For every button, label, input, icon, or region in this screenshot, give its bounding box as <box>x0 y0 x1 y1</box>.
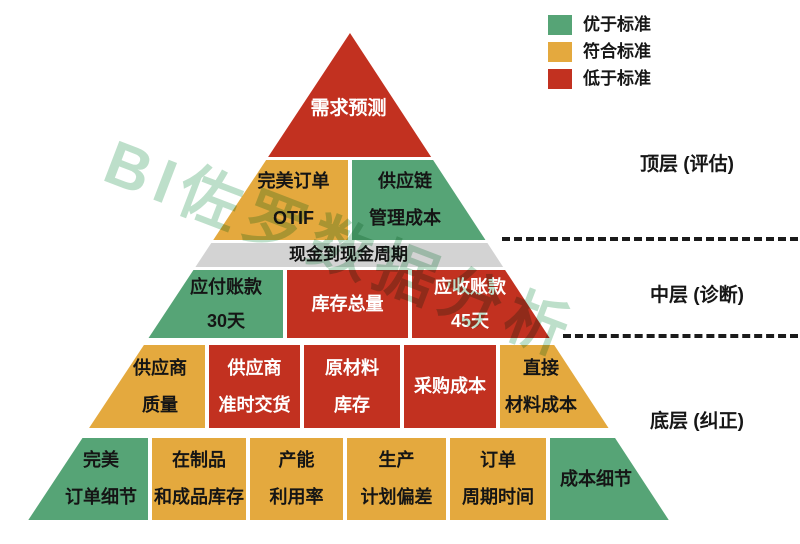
block-label: 利用率 <box>269 487 324 507</box>
block-label: 45天 <box>450 311 490 331</box>
legend-swatch-yellow <box>548 42 572 62</box>
block-label: 现金到现金周期 <box>289 245 408 264</box>
tier-divider-line-2 <box>563 334 798 338</box>
block-label: 订单 <box>480 450 516 470</box>
pyramid-block-cash-to-cash-cycle: 现金到现金周期 <box>25 243 672 267</box>
block-label: 质量 <box>142 394 178 415</box>
block-label: 供应商 <box>133 357 187 378</box>
pyramid-block-wip-finished-goods-inventory: 在制品 和成品库存 <box>152 438 246 520</box>
pyramid-block-procurement-cost: 采购成本 <box>404 345 496 428</box>
pyramid-block-order-cycle-time: 订单 周期时间 <box>450 438 546 520</box>
pyramid-block-capacity-utilization: 产能 利用率 <box>250 438 343 520</box>
block-label: 计划偏差 <box>360 487 433 507</box>
block-label: OTIF <box>273 208 314 228</box>
legend-swatch-green <box>548 15 572 35</box>
block-label: 完美 <box>83 450 119 470</box>
block-label: 成本细节 <box>560 468 632 489</box>
block-label: 30天 <box>206 311 246 331</box>
block-label: 供应链 <box>378 171 432 191</box>
block-label: 供应商 <box>227 357 282 378</box>
tier-label-top-evaluation: 顶层 (评估) <box>640 154 734 175</box>
pyramid-block-accounts-payable-days: 应付账款 30天 <box>25 270 283 338</box>
block-label: 库存总量 <box>311 294 384 314</box>
block-label: 需求预测 <box>310 98 387 119</box>
block-label: 生产 <box>378 450 415 470</box>
pyramid-block-supplier-on-time-delivery: 供应商 准时交货 <box>209 345 300 428</box>
block-label: 应收账款 <box>434 277 506 297</box>
pyramid-block-total-inventory: 库存总量 <box>287 270 408 338</box>
legend-label: 低于标准 <box>583 69 651 88</box>
block-label: 管理成本 <box>369 208 441 228</box>
block-label: 周期时间 <box>462 487 534 507</box>
legend-swatch-red <box>548 69 572 89</box>
pyramid-block-production-plan-deviation: 生产 计划偏差 <box>347 438 446 520</box>
block-label: 准时交货 <box>218 394 291 415</box>
pyramid-block-perfect-order-detail: 完美 订单细节 <box>25 438 148 520</box>
block-label: 库存 <box>334 394 370 415</box>
pyramid: 需求预测 完美订单 OTIF 供应链 管理成本 现金到现金周期 应付账款 30天… <box>25 33 672 525</box>
block-label: 应付账款 <box>190 277 262 297</box>
legend: 优于标准 符合标准 低于标准 <box>548 15 651 89</box>
block-label: 直接 <box>523 357 559 378</box>
legend-label: 符合标准 <box>583 42 651 61</box>
block-label: 材料成本 <box>505 394 577 415</box>
tier-label-middle-diagnosis: 中层 (诊断) <box>650 285 744 306</box>
legend-item-below-standard: 低于标准 <box>548 69 651 89</box>
pyramid-block-cost-detail: 成本细节 <box>550 438 672 520</box>
pyramid-block-raw-material-inventory: 原材料 库存 <box>304 345 400 428</box>
block-label: 原材料 <box>325 357 379 378</box>
block-label: 订单细节 <box>65 487 137 507</box>
block-label: 和成品库存 <box>154 487 244 507</box>
pyramid-block-supplier-quality: 供应商 质量 <box>25 345 205 428</box>
block-label: 产能 <box>278 450 315 470</box>
legend-item-meet-standard: 符合标准 <box>548 42 651 62</box>
pyramid-block-perfect-order-otif: 完美订单 OTIF <box>25 160 348 240</box>
block-label: 采购成本 <box>414 376 486 396</box>
block-label: 完美订单 <box>257 171 330 191</box>
legend-item-above-standard: 优于标准 <box>548 15 651 35</box>
tier-divider-line-1 <box>502 237 798 241</box>
tier-label-bottom-correction: 底层 (纠正) <box>650 411 744 432</box>
block-label: 在制品 <box>172 450 226 470</box>
legend-label: 优于标准 <box>583 15 651 34</box>
